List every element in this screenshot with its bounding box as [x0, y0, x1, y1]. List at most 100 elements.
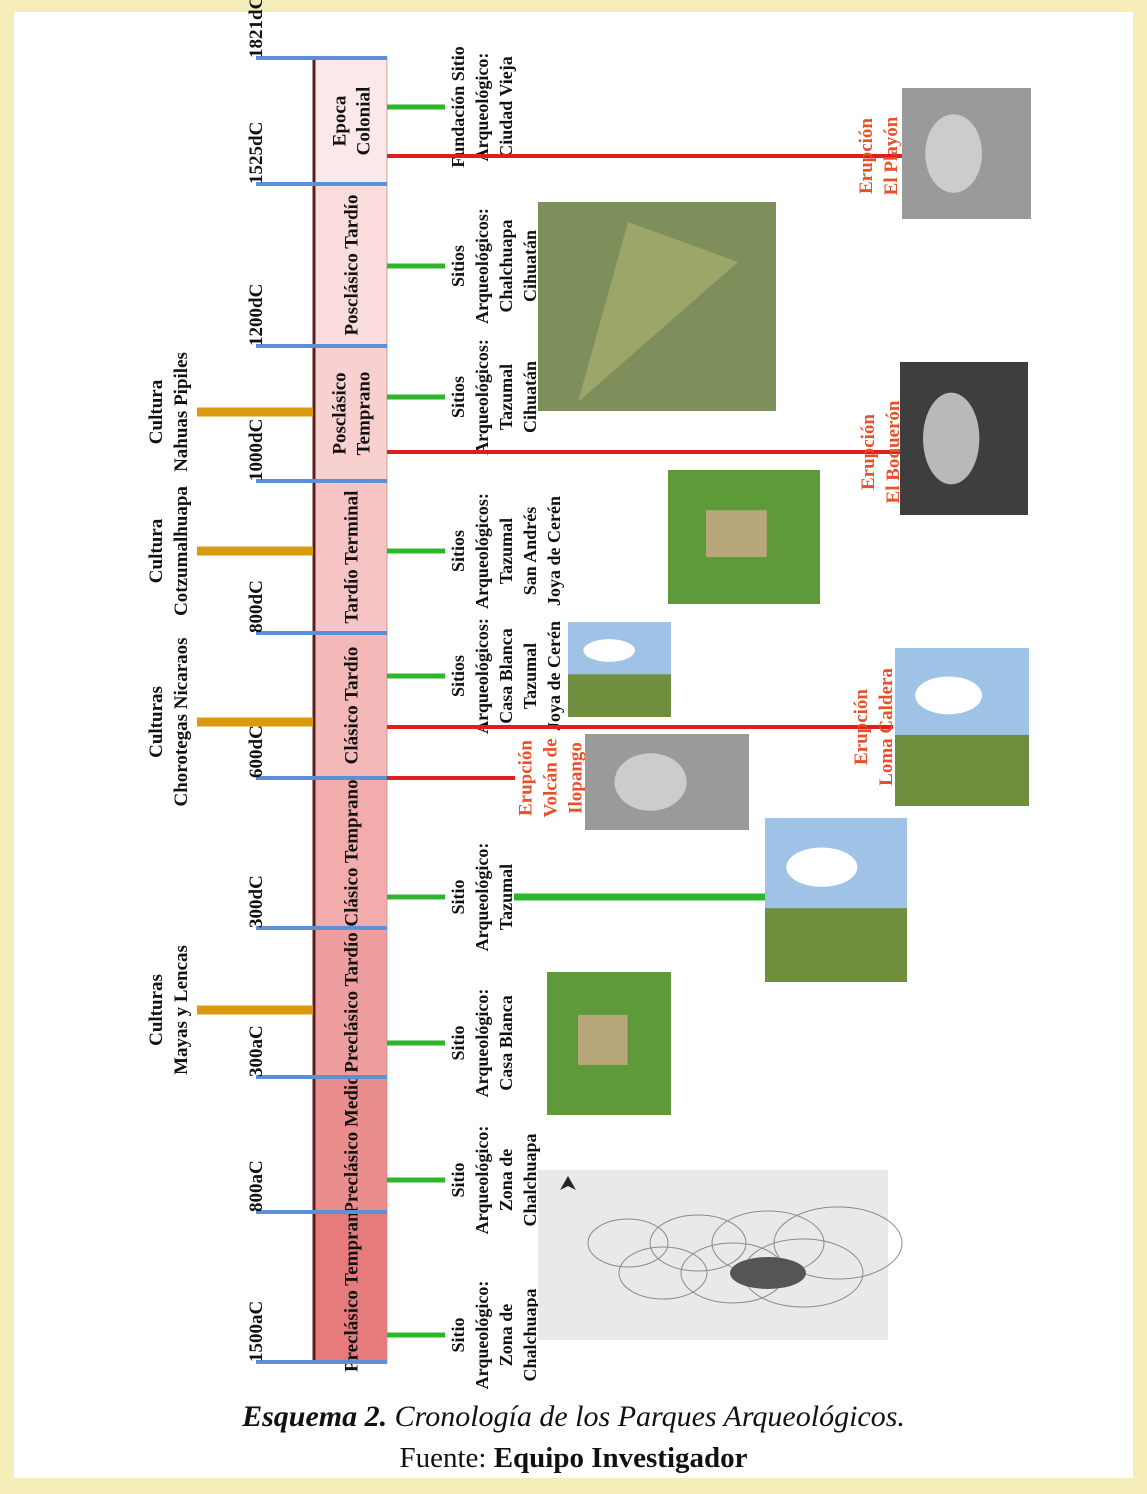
period-label-line: Preclásico Medio — [342, 1075, 363, 1213]
photo-ruin — [578, 1014, 628, 1065]
photo-cloud — [915, 676, 983, 715]
map-lake — [730, 1257, 806, 1289]
map-contour — [773, 1206, 903, 1280]
photo-smoke — [923, 392, 980, 485]
culture-label-line: Culturas — [146, 686, 167, 758]
culture-label-line: Chorotegas Nicaraos — [171, 637, 192, 806]
date-label: 1500aC — [246, 1301, 267, 1362]
period-label: Tardío Terminal — [342, 491, 363, 624]
period-label-line: Clásico Temprano — [342, 779, 363, 926]
period-label-line: Epoca — [330, 95, 351, 146]
photo-ground — [568, 674, 671, 717]
eruption-label-line: Erupción — [516, 740, 537, 816]
eruption-label-line: Ilopango — [566, 742, 587, 814]
period-segment — [312, 927, 388, 1078]
site-label-line: Arqueológicos: — [472, 208, 492, 324]
site-label-line: Tazumal — [496, 364, 516, 430]
site-label-line: Arqueológico: — [472, 1281, 492, 1390]
site-label-line: Arqueológico: — [472, 843, 492, 952]
caption-text: Cronología de los Parques Arqueológicos. — [387, 1400, 905, 1433]
site-label-line: Sitios — [448, 376, 468, 418]
north-arrow-icon — [560, 1176, 576, 1190]
date-label: 800dC — [246, 580, 267, 633]
site-label-line: Sitio — [448, 879, 468, 914]
caption-label: Esquema 2. — [242, 1400, 388, 1433]
culture-label-line: Cultura — [146, 379, 167, 444]
photo-smoke — [614, 753, 687, 811]
site-label-line: Zona de — [496, 1304, 516, 1367]
site-label-line: Sitios — [448, 530, 468, 572]
period-label: Posclásico Tardío — [342, 195, 363, 336]
site-label-line: Sitio — [448, 1025, 468, 1060]
site-label-line: Arqueológico: — [472, 1126, 492, 1235]
period-segment — [312, 777, 388, 929]
site-label-line: Arqueológico: — [472, 989, 492, 1098]
source-label: Fuente: — [399, 1442, 494, 1474]
site-label-line: Arqueológicos: — [472, 339, 492, 455]
figure-caption: Esquema 2. Cronología de los Parques Arq… — [0, 1400, 1147, 1434]
period-label-line: Temprano — [354, 372, 375, 456]
photo-ground — [765, 908, 907, 982]
date-label: 300dC — [246, 875, 267, 928]
photo-ruin — [706, 510, 767, 558]
site-label-line: Sitio — [448, 1162, 468, 1197]
photo-smoke — [925, 114, 982, 193]
period-label: Clásico Tardío — [342, 647, 363, 765]
photo-cloud — [583, 639, 635, 662]
photo-cloud — [786, 847, 858, 887]
date-label: 1000dC — [246, 419, 267, 481]
culture-label-line: Nahuas Pipiles — [171, 352, 192, 472]
period-label-line: Tardío Terminal — [342, 491, 363, 624]
site-label-line: Arqueológicos: — [472, 493, 492, 609]
date-label: 600dC — [246, 725, 267, 778]
photo-mound — [578, 222, 738, 402]
site-label-line: Joya de Cerén — [544, 496, 564, 606]
site-label-line: Arqueológico: — [472, 53, 492, 162]
site-label-line: Sitios — [448, 655, 468, 697]
site-label-line: San Andrés — [520, 507, 540, 596]
site-label-line: Fundación Sitio — [448, 46, 468, 168]
date-label: 1821dC — [246, 0, 267, 58]
period-label-line: Posclásico Tardío — [342, 195, 363, 336]
period-segment — [312, 345, 388, 482]
site-label-line: Sitio — [448, 1317, 468, 1352]
date-label: 1525dC — [246, 122, 267, 184]
period-label-line: Posclásico — [330, 372, 351, 454]
eruption-label-line: El Boquerón — [883, 400, 904, 503]
eruption-label-line: Volcán de — [541, 738, 562, 817]
site-label-line: Casa Blanca — [496, 995, 516, 1091]
period-label-line: Preclásico Temprano — [342, 1202, 363, 1372]
site-label-line: Chalchuapa — [520, 1133, 540, 1226]
site-label-line: Ciudad Vieja — [496, 56, 516, 158]
date-label: 800aC — [246, 1160, 267, 1212]
culture-label-line: Culturas — [146, 974, 167, 1046]
photo-ground — [895, 734, 1029, 806]
photo-illustration — [538, 1170, 888, 1340]
site-label-line: Tazumal — [496, 518, 516, 584]
eruption-label-line: Erupción — [851, 689, 872, 765]
map-contour — [649, 1214, 747, 1272]
source-name: Equipo Investigador — [493, 1442, 748, 1474]
site-label-line: Joya de Cerén — [544, 621, 564, 731]
period-label: Preclásico Temprano — [342, 1202, 363, 1372]
period-label: Preclásico Tardío — [342, 932, 363, 1073]
date-label: 1200dC — [246, 284, 267, 346]
site-label-line: Chalchuapa — [520, 1288, 540, 1381]
period-label: Clásico Temprano — [342, 779, 363, 926]
period-label-line: Clásico Tardío — [342, 647, 363, 765]
